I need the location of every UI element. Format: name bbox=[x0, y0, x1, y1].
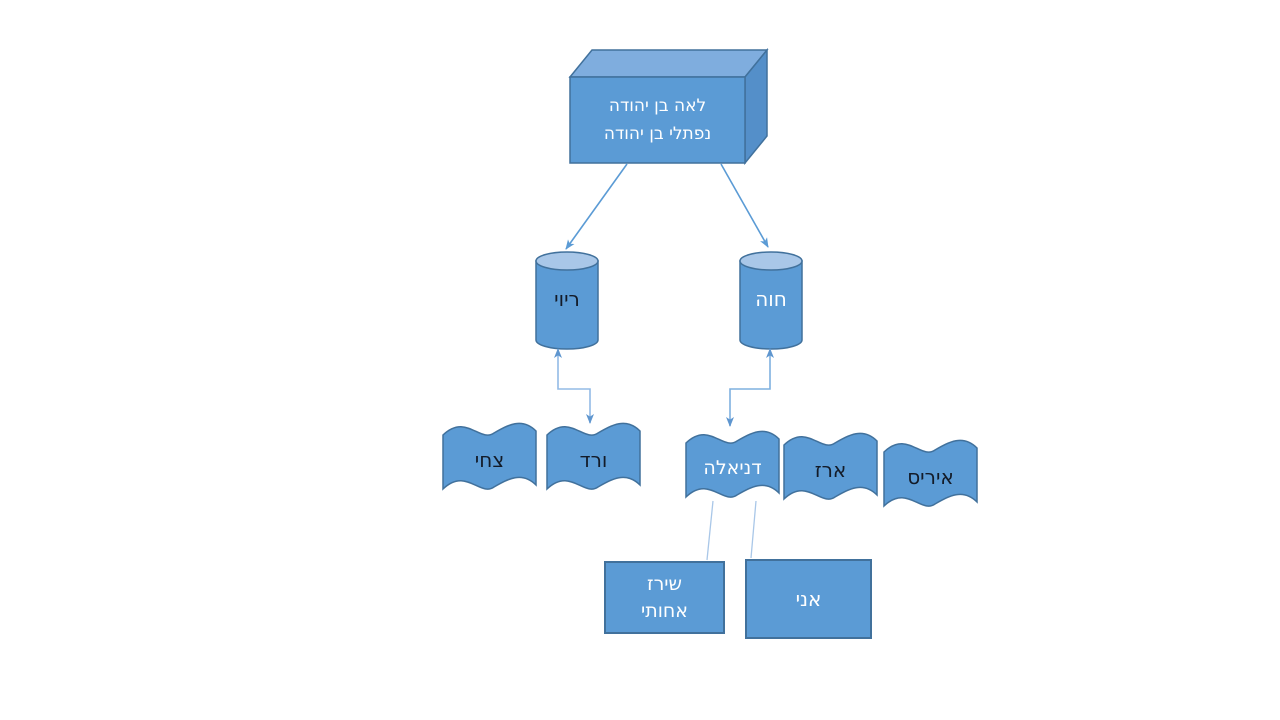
node-rect-shiraz[interactable] bbox=[604, 561, 725, 634]
node-wave-tsachi[interactable] bbox=[442, 422, 537, 491]
node-root-box[interactable] bbox=[568, 47, 769, 166]
cylinder-body bbox=[739, 260, 803, 350]
cylinder-top bbox=[739, 251, 803, 271]
connector-box-to-cylinder-right[interactable] bbox=[720, 163, 769, 248]
connector-cylinder-left-wave-vered[interactable] bbox=[554, 348, 594, 424]
connector-box-to-cylinder-left[interactable] bbox=[565, 163, 628, 250]
cube-front-face bbox=[569, 76, 746, 164]
connector-daniela-to-ani[interactable] bbox=[750, 500, 757, 559]
cube-top-face bbox=[568, 49, 769, 78]
node-cylinder-right[interactable] bbox=[739, 251, 803, 350]
node-wave-iris[interactable] bbox=[883, 439, 978, 508]
cylinder-top bbox=[535, 251, 599, 271]
node-wave-vered[interactable] bbox=[546, 422, 641, 491]
node-rect-ani[interactable] bbox=[745, 559, 872, 639]
node-wave-daniela[interactable] bbox=[685, 430, 780, 499]
node-wave-erez[interactable] bbox=[783, 432, 878, 501]
cylinder-body bbox=[535, 260, 599, 350]
connector-cylinder-right-wave-daniela[interactable] bbox=[726, 348, 774, 427]
connector-daniela-to-shiraz[interactable] bbox=[706, 500, 714, 561]
node-cylinder-left[interactable] bbox=[535, 251, 599, 350]
